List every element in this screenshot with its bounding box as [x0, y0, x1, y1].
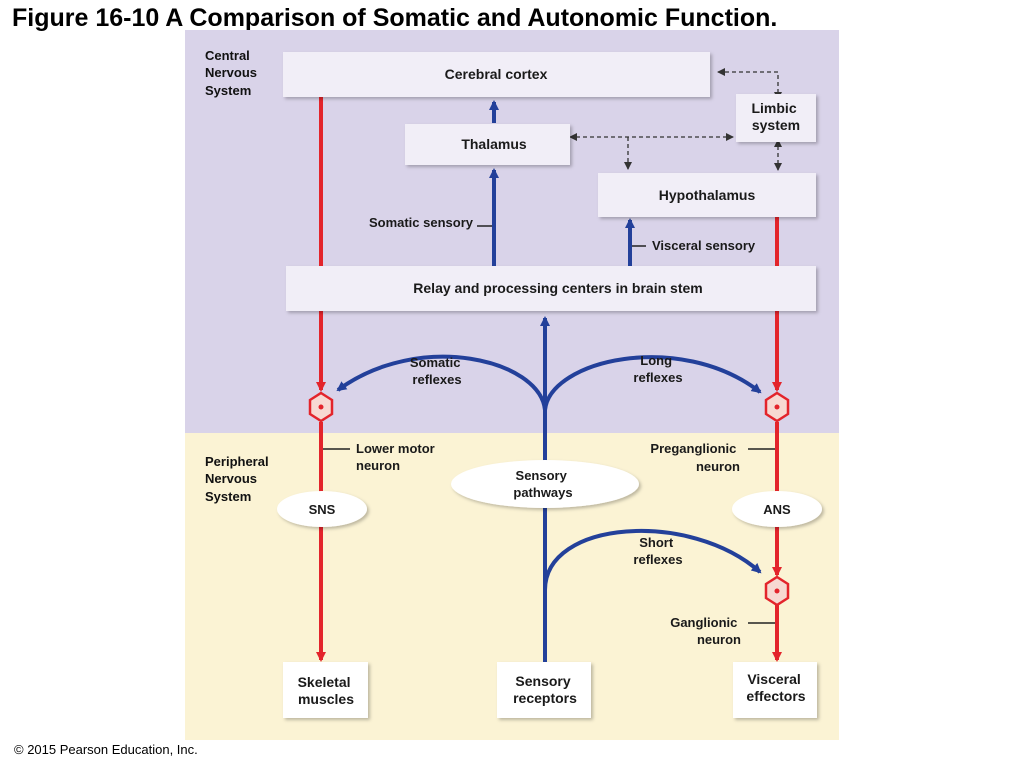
figure-title: Figure 16-10 A Comparison of Somatic and… [12, 4, 778, 32]
cns-label: Central Nervous System [205, 48, 261, 98]
ans-ellipse: ANS [732, 491, 822, 527]
svg-text:Cerebral cortex: Cerebral cortex [445, 66, 548, 82]
ganglionic-neuron-cell-body [764, 575, 790, 607]
svg-text:Sensory receptors: Sensory receptors [513, 673, 577, 706]
somatic-sensory-label: Somatic sensory [369, 215, 474, 230]
svg-text:Hypothalamus: Hypothalamus [659, 187, 756, 203]
hypothalamus-box: Hypothalamus [598, 173, 816, 217]
preganglionic-neuron-label: Preganglionic neuron [650, 441, 740, 474]
svg-text:Limbic system: Limbic system [751, 100, 800, 133]
long-reflexes-label: Long reflexes [633, 353, 682, 385]
cortex-limbic-dashed [717, 68, 782, 100]
thalamus-box: Thalamus [405, 124, 570, 165]
short-reflex-arc [543, 528, 762, 591]
preganglionic-neuron-cell-body [764, 391, 790, 423]
svg-text:Relay and processing centers i: Relay and processing centers in brain st… [413, 280, 702, 296]
copyright-notice: © 2015 Pearson Education, Inc. [14, 742, 198, 757]
cerebral-cortex-box: Cerebral cortex [283, 52, 710, 97]
svg-text:Thalamus: Thalamus [461, 136, 527, 152]
svg-text:Visceral effectors: Visceral effectors [746, 671, 805, 704]
lower-motor-neuron-label: Lower motor neuron [356, 441, 438, 473]
svg-text:SNS: SNS [309, 502, 336, 517]
somatic-neuron-cell-body [308, 391, 334, 423]
pns-label: Peripheral Nervous System [205, 454, 272, 504]
skeletal-muscles-box: Skeletal muscles [283, 662, 368, 718]
sensory-receptors-box: Sensory receptors [497, 662, 591, 718]
long-reflex-arc [543, 355, 762, 411]
sensory-pathways-ellipse: Sensory pathways [451, 460, 639, 508]
somatic-reflex-arc [336, 354, 547, 411]
visceral-effectors-box: Visceral effectors [733, 662, 817, 718]
limbic-system-box: Limbic system [736, 94, 816, 142]
ganglionic-neuron-label: Ganglionic neuron [670, 615, 741, 647]
svg-text:Skeletal muscles: Skeletal muscles [298, 674, 355, 707]
relay-centers-box: Relay and processing centers in brain st… [286, 266, 816, 311]
svg-text:Sensory pathways: Sensory pathways [513, 468, 572, 500]
short-reflexes-label: Short reflexes [633, 535, 682, 567]
sns-ellipse: SNS [277, 491, 367, 527]
somatic-reflexes-label: Somatic reflexes [410, 355, 464, 387]
visceral-sensory-label: Visceral sensory [652, 238, 756, 253]
svg-text:ANS: ANS [763, 502, 791, 517]
